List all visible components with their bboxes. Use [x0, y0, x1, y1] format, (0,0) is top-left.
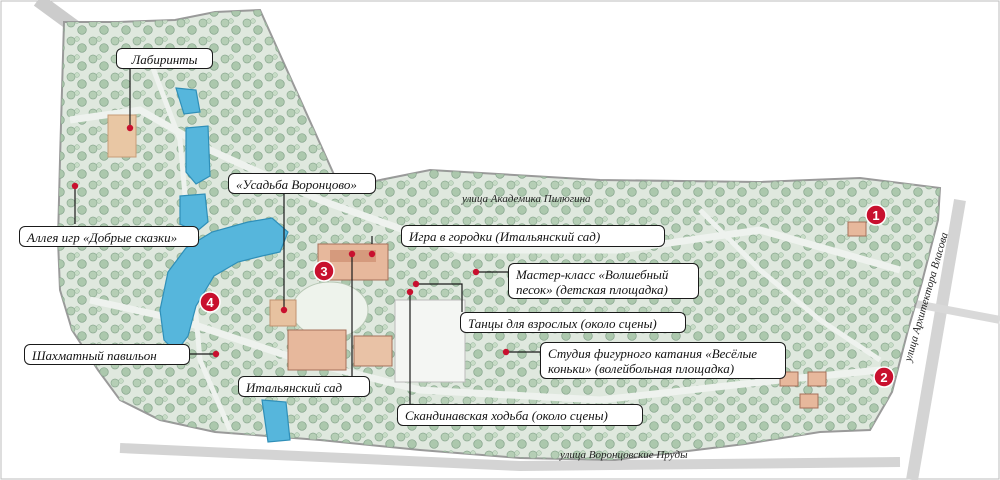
street-label-vorontsovskie: улица Воронцовские Пруды — [559, 449, 688, 461]
callout-gorodki[interactable]: Игра в городки (Итальянский сад) — [401, 225, 665, 247]
callout-tantsy[interactable]: Танцы для взрослых (около сцены) — [460, 312, 686, 333]
callout-studio-line2: коньки» (волейбольная площадка) — [548, 361, 735, 376]
marker-4-label: 4 — [206, 295, 214, 310]
marker-2-label: 2 — [880, 370, 887, 385]
leader-lines — [74, 68, 540, 404]
marker-2[interactable]: 2 — [873, 366, 895, 388]
marker-1-label: 1 — [872, 208, 879, 223]
buildings — [287, 221, 867, 409]
callout-gorodki-text: Игра в городки (Итальянский сад) — [409, 229, 601, 244]
pond-small — [185, 125, 211, 185]
road-vlasova — [906, 198, 966, 480]
callout-master[interactable]: Мастер-класс «Волшебный песок» (детская … — [508, 263, 699, 299]
callout-master-line1: Мастер-класс «Волшебный — [516, 267, 669, 282]
callout-skandinavskaya[interactable]: Скандинавская ходьба (около сцены) — [397, 404, 643, 426]
callout-alleya-text: Аллея игр «Добрые сказки» — [27, 230, 178, 245]
callout-master-line2: песок» (детская площадка) — [516, 282, 668, 297]
pond-top — [175, 87, 201, 115]
marker-3-label: 3 — [320, 264, 327, 279]
callout-studio-line1: Студия фигурного катания «Весёлые — [548, 346, 758, 361]
street-label-pilyugina: улица Академика Пилюгина — [461, 193, 591, 205]
pond-middle — [179, 193, 209, 233]
callout-italyansky[interactable]: Итальянский сад — [238, 376, 370, 397]
point-dots — [71, 124, 510, 358]
marker-4[interactable]: 4 — [199, 291, 221, 313]
road-vorontsovskie — [119, 443, 901, 472]
callout-alleya[interactable]: Аллея игр «Добрые сказки» — [19, 226, 199, 247]
callout-usadba-text: «Усадьба Воронцово» — [236, 177, 357, 192]
callout-usadba[interactable]: «Усадьба Воронцово» — [228, 173, 376, 194]
callout-studio[interactable]: Студия фигурного катания «Весёлые коньки… — [540, 342, 786, 379]
marker-1[interactable]: 1 — [865, 204, 887, 226]
callout-tantsy-text: Танцы для взрослых (около сцены) — [468, 316, 657, 331]
callout-labirinty[interactable]: Лабиринты — [116, 48, 213, 69]
callout-shakhmatny[interactable]: Шахматный павильон — [24, 344, 190, 365]
callout-shakhmatny-text: Шахматный павильон — [32, 348, 157, 363]
pond-bottom — [261, 399, 291, 443]
marker-3[interactable]: 3 — [313, 260, 335, 282]
callout-skandinavskaya-text: Скандинавская ходьба (около сцены) — [405, 408, 608, 423]
callout-italyansky-text: Итальянский сад — [246, 380, 343, 395]
callout-labirinty-text: Лабиринты — [131, 52, 198, 67]
